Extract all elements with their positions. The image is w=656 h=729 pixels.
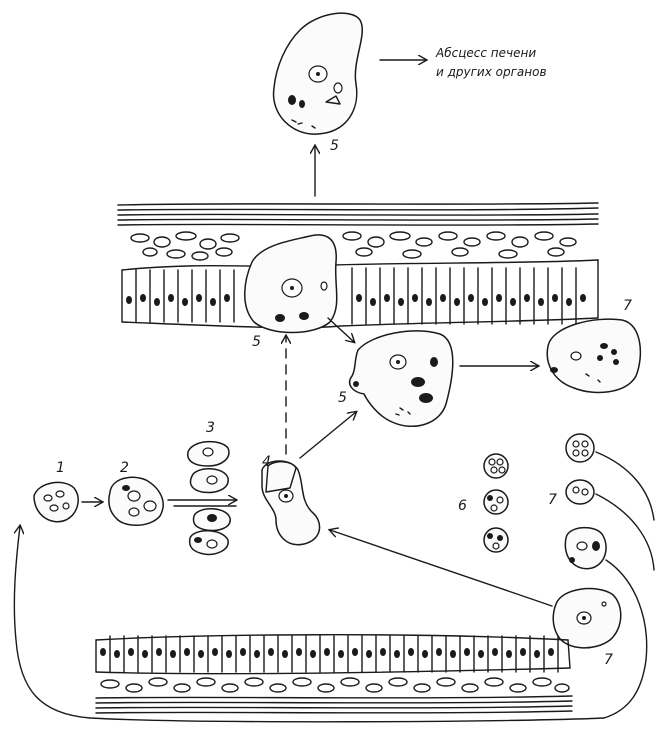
metacystic-stage2 [109,477,163,525]
cyst-stage1 [34,482,78,521]
return-paths-right [596,452,654,718]
lower-intestinal-wall [96,635,572,713]
annotation-line2: и других органов [436,65,547,79]
cysts-stage6 [484,454,508,552]
trophozoite-magna [350,331,453,426]
stage-label-3: 3 [206,420,215,436]
stage-label-7-top: 7 [623,298,632,314]
stage-label-7-low: 7 [604,652,613,668]
epithelium-top [122,260,598,328]
stage-label-5-mid: 5 [252,334,261,350]
stage-label-4: 4 [262,454,271,470]
trophozoite-stage7-lumen [553,589,621,648]
trophozoite-stage4 [262,461,320,545]
trophozoite-stage7-top [547,319,640,392]
arrow-7-to-4 [330,530,552,606]
trophozoite-invading-wall [245,235,337,333]
arrow-wall-to-magna [328,318,354,342]
stage-label-5-top: 5 [330,138,339,154]
forms-stage3 [188,442,230,555]
arrow-4-to-magna [300,412,356,458]
trophozoite-liver [274,13,363,134]
stage-label-5-low: 5 [338,390,347,406]
stage-label-2: 2 [120,460,129,476]
stage-label-6: 6 [458,498,467,514]
stage-label-1: 1 [56,460,65,476]
annotation-line1: Абсцесс печени [435,46,536,60]
submucosa-cells-bottom [101,678,569,692]
upper-intestinal-wall [118,203,598,328]
stage-label-7-mid: 7 [548,492,557,508]
submucosa-cells-top [131,232,576,260]
arrows-2-3-to-4 [168,500,236,506]
